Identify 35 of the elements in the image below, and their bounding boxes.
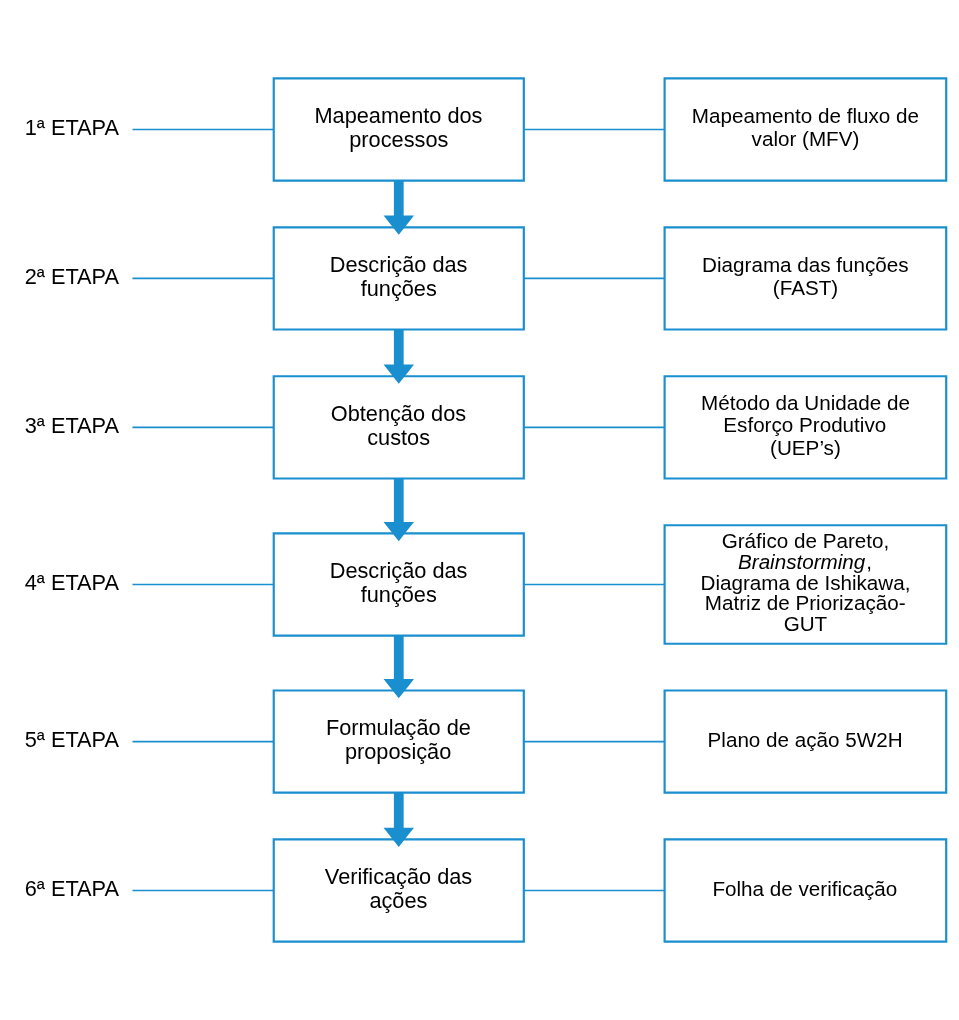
node-box: Descrição das funções	[272, 226, 525, 331]
connector	[131, 128, 275, 131]
node-box: Diagrama das funções (FAST)	[663, 226, 948, 331]
connector	[523, 889, 666, 892]
connector	[523, 426, 666, 429]
arrow	[383, 329, 414, 384]
connector	[523, 277, 666, 280]
connector	[131, 277, 275, 280]
connector	[523, 128, 666, 131]
node-box: Obtenção dos custos	[272, 375, 525, 480]
connector	[131, 583, 275, 586]
node-text: 3ª ETAPA	[24, 412, 119, 438]
connector	[131, 889, 275, 892]
arrow	[383, 635, 414, 699]
node-box: Formulação de proposição	[272, 689, 525, 794]
arrow	[383, 478, 414, 542]
node-box: Verificação das ações	[272, 838, 525, 943]
connector	[131, 740, 275, 743]
node-box: Descrição das funções	[272, 532, 525, 637]
node-text: 5ª ETAPA	[24, 727, 119, 753]
node-text: 2ª ETAPA	[24, 263, 119, 289]
node-box: Mapeamento dos processos	[272, 77, 525, 182]
node-text: 4ª ETAPA	[24, 569, 119, 595]
connector	[131, 426, 275, 429]
node-text: 6ª ETAPA	[24, 875, 119, 901]
arrow	[383, 180, 414, 235]
node-box: Gráfico de Pareto, Brainstorming, Diagrama de Ishikawa, Matriz de Priorização-GUT	[663, 524, 948, 645]
node-box: Mapeamento de fluxo de valor (MFV)	[663, 77, 948, 182]
node-box: Plano de ação 5W2H	[663, 689, 948, 794]
node-box: Folha de verificação	[663, 838, 948, 943]
node-box: Método da Unidade de Esforço Produtivo (UEP’s)	[663, 375, 948, 480]
node-text: 1ª ETAPA	[24, 114, 119, 140]
arrow	[383, 792, 414, 847]
connector	[523, 740, 666, 743]
connector	[523, 583, 666, 586]
